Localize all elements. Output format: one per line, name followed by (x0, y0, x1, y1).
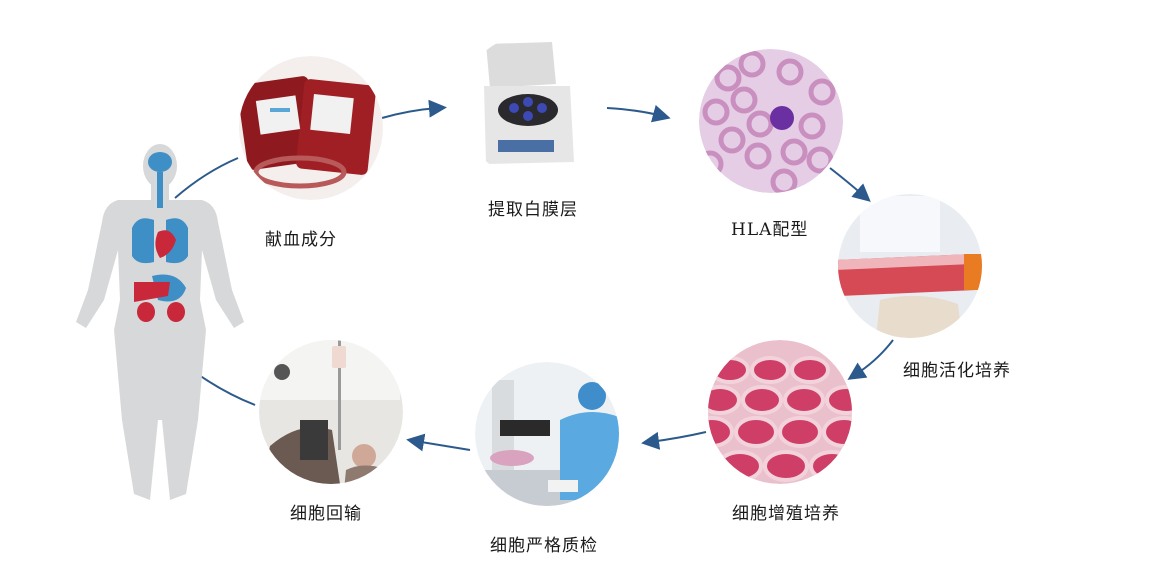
arrow-hla-to-activation (829, 167, 871, 202)
step-label-cell-reinfusion: 细胞回输 (290, 504, 362, 524)
arrow-proliferation-to-qc (641, 431, 707, 450)
lab-technician-microscope-icon (475, 362, 619, 506)
step-label-blood-donation: 献血成分 (265, 230, 337, 250)
human-body-silhouette-icon (76, 144, 244, 500)
arrow-qc-to-infusion (406, 433, 471, 452)
step-label-hla-typing: HLA配型 (731, 220, 809, 240)
blood-smear-microscopy-icon (699, 49, 843, 193)
step-label-cell-quality-inspection: 细胞严格质检 (490, 536, 598, 556)
arrow-activation-to-proliferation (847, 339, 894, 380)
blood-bag-icon (239, 56, 383, 200)
step-label-cell-proliferation-culture: 细胞增殖培养 (732, 504, 840, 524)
step-label-cell-activation-culture: 细胞活化培养 (903, 361, 1011, 381)
connector-body-to-donation (174, 157, 239, 199)
centrifuge-icon (460, 34, 604, 178)
culture-flask-icon (838, 194, 982, 338)
arrow-extraction-to-hla (606, 104, 671, 123)
cycle-connectors (174, 99, 894, 452)
step-label-buffy-coat-extraction: 提取白膜层 (488, 200, 578, 220)
well-plate-icon (708, 340, 852, 484)
infusion-patient-icon (259, 340, 403, 484)
arrow-donation-to-extraction (381, 99, 447, 119)
